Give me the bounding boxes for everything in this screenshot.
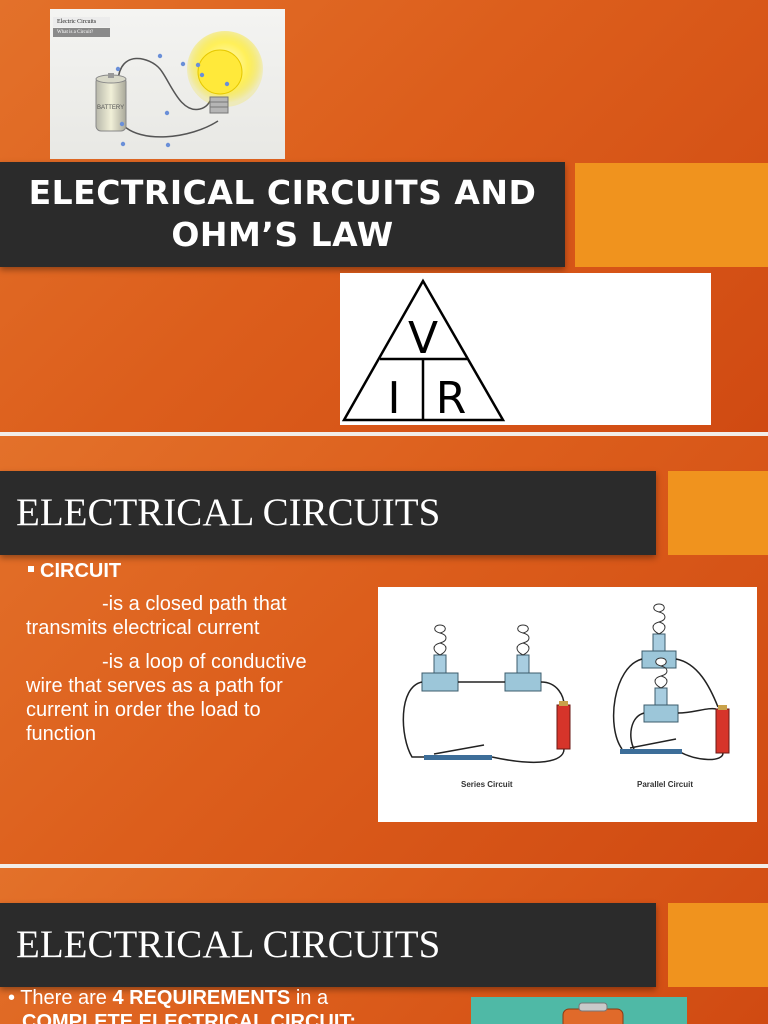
def2-line4: function bbox=[26, 723, 97, 745]
def2-line1: -is a loop of conductive bbox=[102, 651, 307, 673]
accent-block bbox=[668, 903, 768, 987]
series-parallel-diagram: Series Circuit Parallel Circuit bbox=[378, 587, 757, 822]
req-suffix: in a bbox=[290, 987, 329, 1009]
slide2-title: ELECTRICAL CIRCUITS bbox=[0, 471, 656, 555]
ohm-r-label: R bbox=[436, 373, 467, 424]
battery-bulb-illustration: BATTERY bbox=[95, 31, 263, 148]
thumbnail-tag: Electric Circuits What is a Circuit? bbox=[53, 17, 110, 37]
circuit-bullet: CIRCUIT bbox=[28, 560, 121, 583]
slide-title: Electric Circuits What is a Circuit? bbox=[0, 0, 768, 432]
slide1-title: ELECTRICAL CIRCUITS AND OHM’S LAW bbox=[0, 162, 565, 267]
ohm-i-label: I bbox=[388, 373, 401, 424]
thumbnail-tag-title: Electric Circuits bbox=[53, 17, 110, 27]
parallel-circuit-drawing bbox=[612, 603, 730, 761]
def2-line3: current in order the load to bbox=[26, 699, 261, 721]
battery-image bbox=[471, 997, 687, 1024]
def1-line1: -is a closed path that bbox=[102, 593, 287, 615]
accent-block bbox=[668, 471, 768, 555]
series-circuit-label: Series Circuit bbox=[461, 780, 513, 789]
circuit-thumbnail-image: Electric Circuits What is a Circuit? bbox=[50, 9, 285, 159]
slide-separator bbox=[0, 864, 768, 868]
definition-1: -is a closed path that transmits electri… bbox=[26, 592, 356, 640]
title-line-2: OHM’S LAW bbox=[171, 215, 394, 254]
accent-block bbox=[575, 163, 768, 267]
ohm-law-triangle-image: V I R bbox=[340, 273, 711, 425]
definition-2: -is a loop of conductive wire that serve… bbox=[26, 650, 356, 746]
bullet-square-icon bbox=[28, 566, 34, 572]
ohm-v-label: V bbox=[408, 313, 438, 364]
title-line-1: ELECTRICAL CIRCUITS AND bbox=[28, 173, 537, 212]
requirements-text: • There are 4 REQUIREMENTS in a COMPLETE… bbox=[8, 986, 356, 1024]
slide-electrical-circuits: ELECTRICAL CIRCUITS CIRCUIT -is a closed… bbox=[0, 436, 768, 864]
thumbnail-tag-subtitle: What is a Circuit? bbox=[53, 28, 110, 37]
req-prefix: • There are bbox=[8, 987, 113, 1009]
battery-label: BATTERY bbox=[97, 105, 124, 111]
parallel-circuit-label: Parallel Circuit bbox=[637, 780, 694, 789]
def1-line2: transmits electrical current bbox=[26, 617, 260, 639]
series-circuit-drawing bbox=[402, 624, 571, 763]
req-line2: COMPLETE ELECTRICAL CIRCUIT: bbox=[22, 1011, 357, 1024]
slide-requirements: ELECTRICAL CIRCUITS • There are 4 REQUIR… bbox=[0, 868, 768, 1024]
circuit-bullet-text: CIRCUIT bbox=[40, 560, 122, 582]
slide-separator bbox=[0, 432, 768, 436]
def2-line2: wire that serves as a path for bbox=[26, 675, 283, 697]
req-bold: 4 REQUIREMENTS bbox=[112, 987, 291, 1009]
slide3-title: ELECTRICAL CIRCUITS bbox=[0, 903, 656, 987]
